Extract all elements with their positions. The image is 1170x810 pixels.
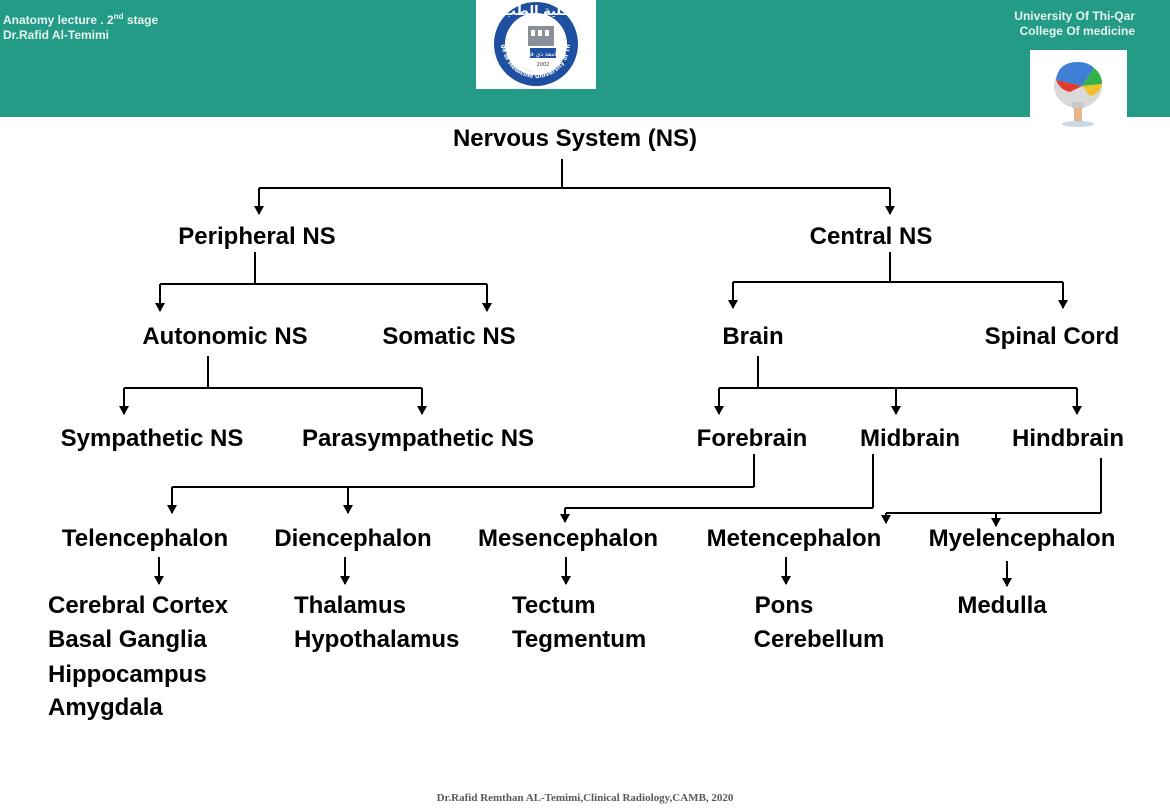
node-metencephalon: Metencephalon (707, 525, 882, 552)
header-band: Anatomy lecture . 2nd stage Dr.Rafid Al-… (0, 0, 1170, 130)
leaf-basal-ganglia: Basal Ganglia (48, 626, 207, 653)
leaf-thalamus: Thalamus (294, 592, 406, 619)
leaf-tegmentum: Tegmentum (512, 626, 646, 653)
leaf-cerebral-cortex: Cerebral Cortex (48, 592, 229, 619)
node-sympathetic-ns: Sympathetic NS (61, 425, 244, 452)
brain-skull-icon (1030, 50, 1127, 130)
node-forebrain: Forebrain (697, 425, 808, 452)
node-hindbrain: Hindbrain (1012, 425, 1124, 452)
diagram-connectors (119, 159, 1102, 587)
node-spinal-cord: Spinal Cord (985, 323, 1120, 350)
node-midbrain: Midbrain (860, 425, 960, 452)
leaf-hypothalamus: Hypothalamus (294, 626, 459, 653)
node-mesencephalon: Mesencephalon (478, 525, 658, 552)
leaf-amygdala: Amygdala (48, 694, 163, 721)
leaf-cerebellum: Cerebellum (754, 626, 885, 653)
leaf-pons: Pons (755, 592, 814, 619)
leaf-medulla: Medulla (957, 592, 1047, 619)
node-peripheral-ns: Peripheral NS (178, 223, 335, 250)
node-diencephalon: Diencephalon (274, 525, 431, 552)
institution-info: University Of Thi-Qar College Of medicin… (1014, 9, 1135, 39)
college-seal-icon: جامعة ذي قار 2002 كلية الطب College of M… (473, 0, 596, 89)
leaf-tectum: Tectum (512, 592, 596, 619)
node-central-ns: Central NS (810, 223, 933, 250)
node-myelencephalon: Myelencephalon (929, 525, 1116, 552)
node-parasympathetic-ns: Parasympathetic NS (302, 425, 534, 452)
lecture-title: Anatomy lecture . 2nd stage (3, 12, 159, 27)
node-somatic-ns: Somatic NS (382, 323, 515, 350)
leaf-hippocampus: Hippocampus (48, 661, 207, 688)
university-name: University Of Thi-Qar (1014, 9, 1135, 23)
footer-credit: Dr.Rafid Remthan AL-Temimi,Clinical Radi… (436, 792, 734, 804)
lecturer-name: Dr.Rafid Al-Temimi (3, 28, 110, 42)
node-telencephalon: Telencephalon (62, 525, 228, 552)
svg-text:جامعة ذي قار: جامعة ذي قار (525, 51, 560, 58)
college-name: College Of medicine (1019, 24, 1135, 38)
svg-text:كلية الطب: كلية الطب (503, 4, 570, 19)
node-autonomic-ns: Autonomic NS (142, 323, 307, 350)
node-brain: Brain (722, 323, 783, 350)
svg-text:2002: 2002 (537, 62, 550, 68)
lecture-info: Anatomy lecture . 2nd stage Dr.Rafid Al-… (3, 9, 158, 43)
node-nervous-system: Nervous System (NS) (453, 125, 697, 152)
